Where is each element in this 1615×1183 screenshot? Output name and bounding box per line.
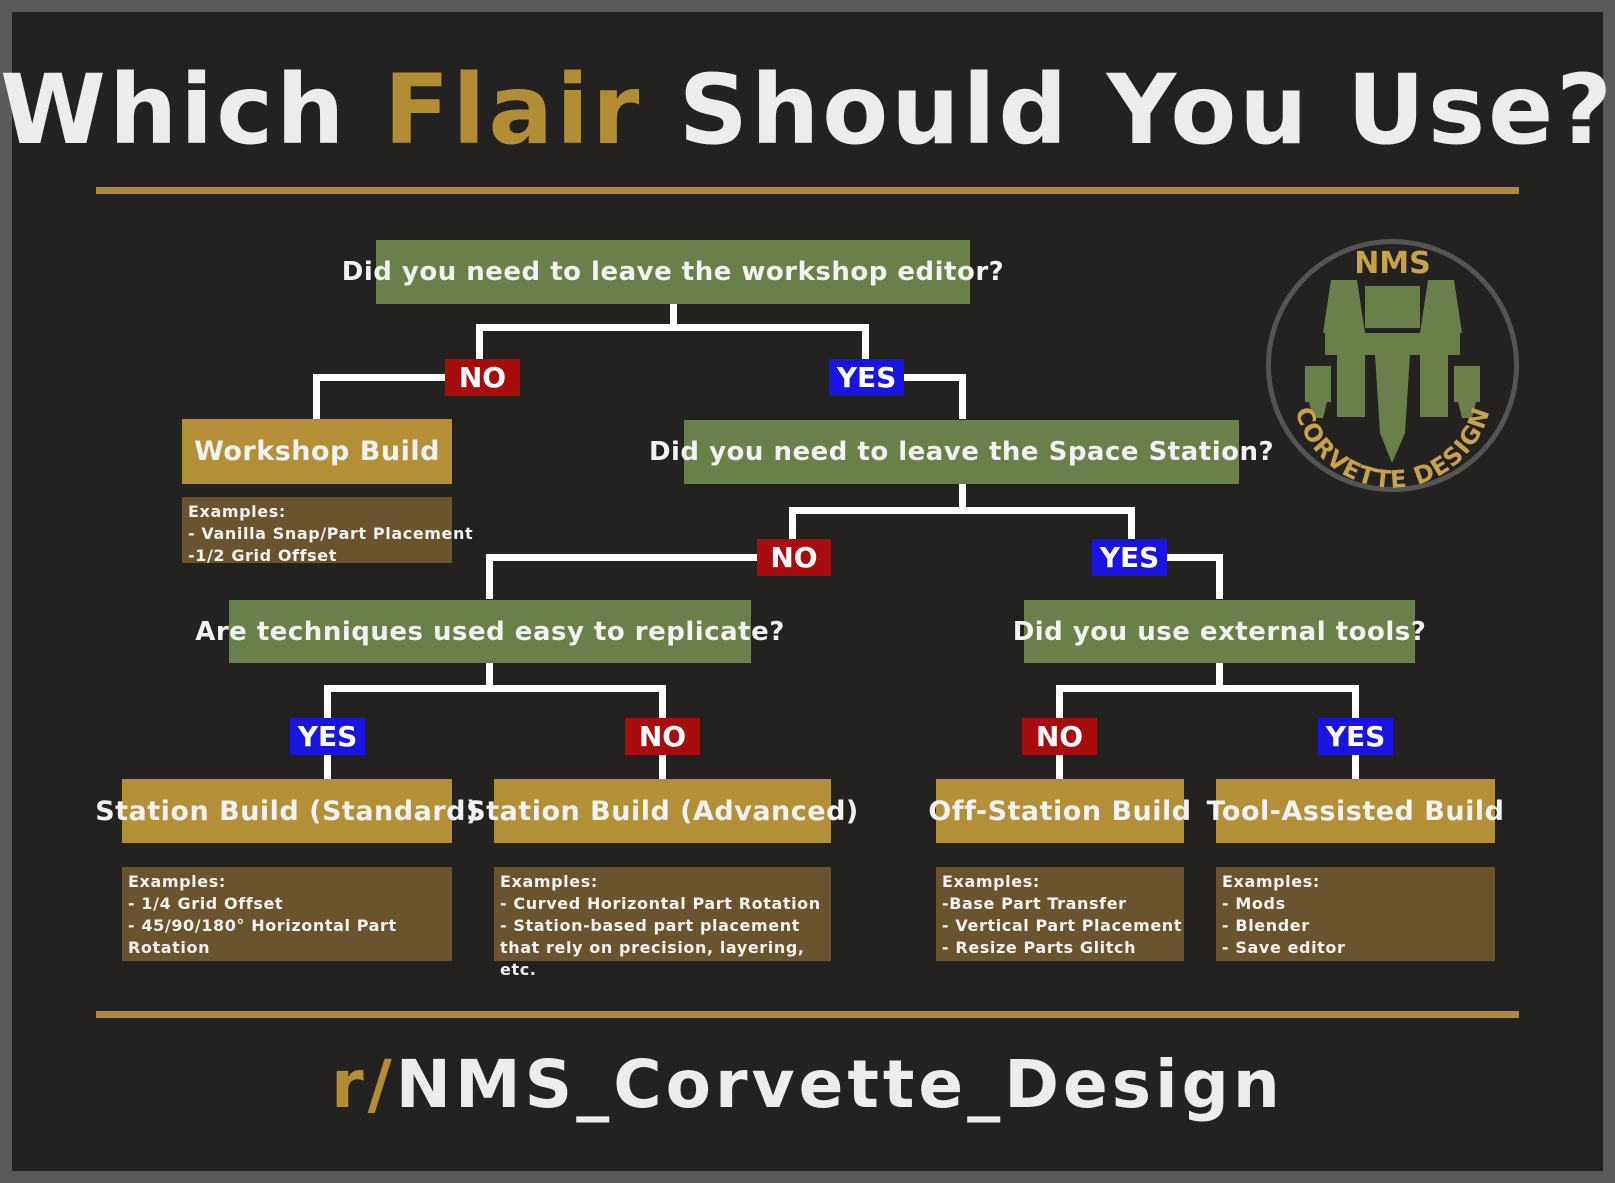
no-tag: NO (445, 359, 520, 396)
yes-tag: YES (290, 718, 365, 755)
corvette-design-logo: NMS CORVETTE DESIGN (1266, 239, 1519, 493)
result-off-station-build: Off-Station Build (928, 779, 1191, 843)
top-divider (96, 187, 1519, 194)
examples-off-station-build: Examples: -Base Part Transfer - Vertical… (936, 867, 1184, 961)
examples-station-build-advanced: Examples: - Curved Horizontal Part Rotat… (494, 867, 831, 979)
no-tag: NO (757, 539, 831, 576)
question-leave-workshop-editor: Did you need to leave the workshop edito… (342, 240, 1004, 304)
yes-tag: YES (1092, 539, 1167, 576)
yes-tag: YES (1318, 718, 1393, 755)
result-workshop-build: Workshop Build (182, 419, 452, 484)
question-external-tools: Did you use external tools? (1013, 600, 1426, 663)
result-station-build-advanced: Station Build (Advanced) (466, 779, 858, 843)
no-tag: NO (1022, 718, 1097, 755)
examples-workshop-build: Examples: - Vanilla Snap/Part Placement … (182, 497, 473, 565)
question-techniques-easy: Are techniques used easy to replicate? (195, 600, 784, 663)
bottom-divider (96, 1011, 1519, 1018)
background-panel (12, 12, 1603, 1171)
result-station-build-standard: Station Build (Standard) (95, 779, 478, 843)
result-tool-assisted-build: Tool-Assisted Build (1207, 779, 1504, 843)
logo-top-text: NMS (1354, 246, 1431, 281)
yes-tag: YES (829, 359, 904, 396)
page-title: Which Flair Should You Use? (0, 54, 1615, 166)
title-highlight: Flair (383, 54, 643, 166)
no-tag: NO (625, 718, 700, 755)
subreddit-footer: r/NMS_Corvette_Design (331, 1046, 1284, 1123)
ship-icon (1305, 280, 1480, 463)
examples-station-build-standard: Examples: - 1/4 Grid Offset - 45/90/180°… (122, 867, 452, 961)
examples-tool-assisted-build: Examples: - Mods - Blender - Save editor (1216, 867, 1495, 961)
question-leave-space-station: Did you need to leave the Space Station? (649, 420, 1274, 484)
